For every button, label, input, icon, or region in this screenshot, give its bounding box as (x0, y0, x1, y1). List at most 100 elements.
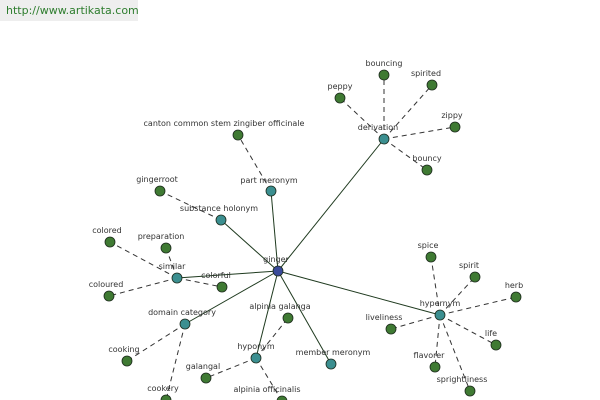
node-marker-liveliness[interactable] (385, 323, 397, 335)
node-marker-coloured[interactable] (103, 290, 115, 302)
node-marker-bouncing[interactable] (378, 69, 390, 81)
node-peppy[interactable]: peppy (328, 82, 353, 104)
edge-similar-to-colored (109, 241, 178, 279)
node-label-alpinia-galanga: alpinia galanga (249, 302, 310, 311)
node-marker-spirit[interactable] (469, 271, 481, 283)
node-spirited[interactable]: spirited (411, 69, 441, 91)
node-marker-colorful[interactable] (216, 281, 228, 293)
node-marker-alpinia-officinalis[interactable] (276, 395, 288, 400)
node-label-hypernym: hypernym (420, 299, 461, 308)
node-marker-canton-stem[interactable] (232, 129, 244, 141)
node-label-substance-holonym: substance holonym (180, 204, 258, 213)
node-bouncy[interactable]: bouncy (412, 154, 442, 176)
node-marker-substance-holonym[interactable] (215, 214, 227, 226)
node-preparation[interactable]: preparation (138, 232, 185, 254)
edge-hypernym-to-spice (430, 256, 441, 316)
nodes-layer: ginger derivation part meronym substance ho… (89, 59, 523, 400)
node-domain-category[interactable]: domain category (148, 308, 216, 330)
node-label-ginger: ginger (263, 255, 289, 264)
node-label-colorful: colorful (201, 271, 231, 280)
node-sprightliness[interactable]: sprightliness (437, 375, 488, 397)
node-derivation[interactable]: derivation (358, 123, 398, 145)
node-label-flavorer: flavorer (414, 351, 446, 360)
node-label-spirited: spirited (411, 69, 441, 78)
edge-ginger-to-substance-holonym (220, 219, 279, 272)
node-label-member-meronym: member meronym (296, 348, 371, 357)
edge-ginger-to-derivation (277, 138, 385, 272)
node-canton-stem[interactable]: canton common stem zingiber officinale (144, 119, 305, 141)
node-substance-holonym[interactable]: substance holonym (180, 204, 258, 226)
node-marker-bouncy[interactable] (421, 164, 433, 176)
node-marker-spice[interactable] (425, 251, 437, 263)
node-marker-galangal[interactable] (200, 372, 212, 384)
source-link[interactable]: http://www.artikata.com (0, 0, 139, 21)
node-life[interactable]: life (485, 329, 502, 351)
node-cooking[interactable]: cooking (108, 345, 140, 367)
node-bouncing[interactable]: bouncing (366, 59, 403, 81)
node-spirit[interactable]: spirit (459, 261, 481, 283)
node-marker-hyponym[interactable] (250, 352, 262, 364)
edge-hypernym-to-sprightliness (439, 314, 471, 392)
node-marker-domain-category[interactable] (179, 318, 191, 330)
node-liveliness[interactable]: liveliness (366, 313, 403, 335)
node-alpinia-galanga[interactable]: alpinia galanga (249, 302, 311, 324)
node-label-galangal: galangal (186, 362, 220, 371)
node-marker-member-meronym[interactable] (325, 358, 337, 370)
node-marker-peppy[interactable] (334, 92, 346, 104)
node-marker-life[interactable] (490, 339, 502, 351)
node-marker-flavorer[interactable] (429, 361, 441, 373)
edge-domain-category-to-cookery (165, 323, 186, 400)
node-similar[interactable]: similar (159, 262, 187, 284)
edge-derivation-to-peppy (339, 97, 385, 140)
node-cookery[interactable]: cookery (147, 384, 179, 400)
node-marker-cookery[interactable] (160, 394, 172, 400)
node-gingerroot[interactable]: gingerroot (136, 175, 178, 197)
node-marker-colored[interactable] (104, 236, 116, 248)
node-marker-herb[interactable] (510, 291, 522, 303)
edge-ginger-to-member-meronym (277, 270, 332, 365)
node-herb[interactable]: herb (505, 281, 523, 303)
node-marker-cooking[interactable] (121, 355, 133, 367)
node-marker-sprightliness[interactable] (464, 385, 476, 397)
node-label-cookery: cookery (147, 384, 179, 393)
node-ginger[interactable]: ginger (263, 255, 290, 277)
edge-derivation-to-zippy (383, 126, 456, 140)
node-member-meronym[interactable]: member meronym (296, 348, 371, 370)
node-hypernym[interactable]: hypernym (420, 299, 461, 321)
edges-layer (108, 75, 517, 400)
node-marker-part-meronym[interactable] (265, 185, 277, 197)
edge-derivation-to-spirited (383, 84, 433, 140)
node-label-domain-category: domain category (148, 308, 216, 317)
node-flavorer[interactable]: flavorer (414, 351, 446, 373)
node-spice[interactable]: spice (418, 241, 439, 263)
node-marker-alpinia-galanga[interactable] (282, 312, 294, 324)
node-label-preparation: preparation (138, 232, 185, 241)
node-colored[interactable]: colored (92, 226, 122, 248)
node-marker-ginger[interactable] (272, 265, 284, 277)
node-marker-similar[interactable] (171, 272, 183, 284)
node-label-life: life (485, 329, 497, 338)
node-alpinia-officinalis[interactable]: alpinia officinalis (234, 385, 301, 400)
node-marker-hypernym[interactable] (434, 309, 446, 321)
node-marker-preparation[interactable] (160, 242, 172, 254)
node-marker-spirited[interactable] (426, 79, 438, 91)
node-marker-zippy[interactable] (449, 121, 461, 133)
node-galangal[interactable]: galangal (186, 362, 220, 384)
node-hyponym[interactable]: hyponym (237, 342, 275, 364)
node-label-derivation: derivation (358, 123, 398, 132)
node-zippy[interactable]: zippy (441, 111, 463, 133)
node-label-part-meronym: part meronym (240, 176, 297, 185)
edge-ginger-to-hyponym (255, 270, 279, 359)
edge-similar-to-coloured (108, 277, 178, 297)
node-coloured[interactable]: coloured (89, 280, 124, 302)
node-label-hyponym: hyponym (237, 342, 275, 351)
node-marker-derivation[interactable] (378, 133, 390, 145)
node-part-meronym[interactable]: part meronym (240, 176, 298, 197)
node-label-alpinia-officinalis: alpinia officinalis (234, 385, 301, 394)
node-label-bouncing: bouncing (366, 59, 403, 68)
node-colorful[interactable]: colorful (201, 271, 231, 293)
node-label-colored: colored (92, 226, 122, 235)
node-label-coloured: coloured (89, 280, 124, 289)
edge-substance-holonym-to-gingerroot (159, 190, 222, 221)
node-marker-gingerroot[interactable] (154, 185, 166, 197)
